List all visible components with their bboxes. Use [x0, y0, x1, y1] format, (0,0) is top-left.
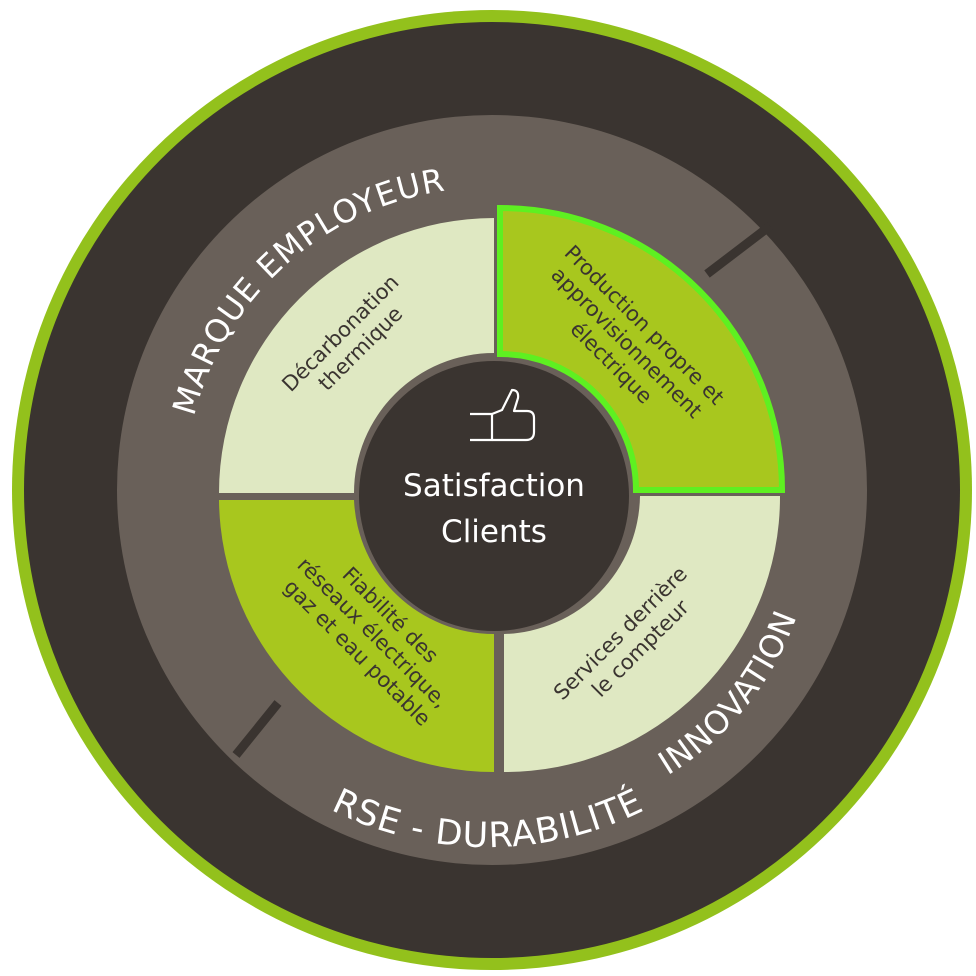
middle-ring-divider-top-right — [704, 222, 773, 278]
segment-bottom-right[interactable] — [504, 496, 781, 773]
center-subtitle: Clients — [441, 514, 547, 550]
center-circle — [359, 361, 629, 631]
segment-bottom-left[interactable] — [219, 500, 494, 772]
middle-ring-divider-bottom-left — [232, 700, 282, 758]
segment-top-left[interactable] — [219, 218, 494, 493]
inner-segments — [219, 204, 786, 773]
center-title: Satisfaction — [403, 468, 585, 504]
thumbs-up-icon — [470, 388, 536, 442]
segment-top-right[interactable] — [497, 204, 786, 493]
